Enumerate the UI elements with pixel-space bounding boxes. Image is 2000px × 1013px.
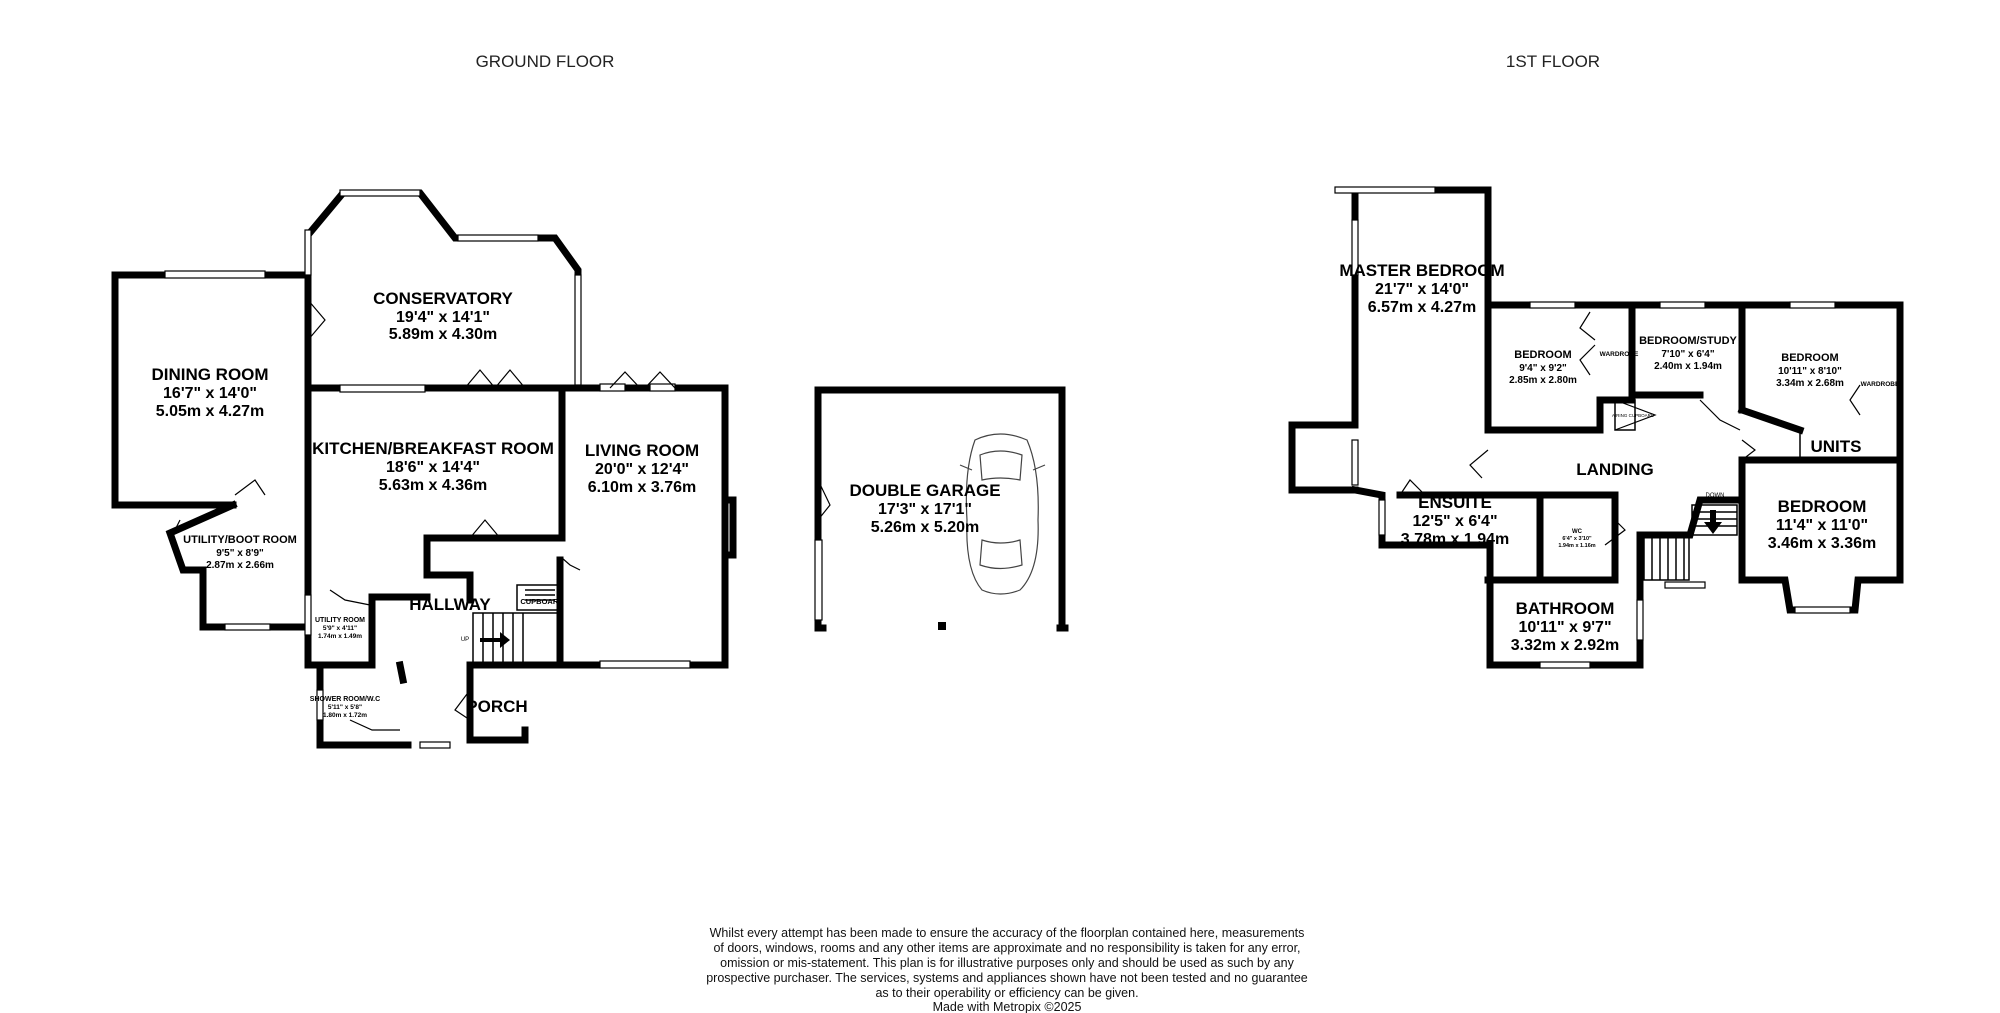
room-dims-imperial-bed2: 9'4" x 9'2" — [1519, 363, 1567, 374]
label-airing-cupboard: AIRING CUPBOARD — [1612, 413, 1655, 418]
label-up: UP — [461, 637, 469, 643]
label-cupboard: CUPBOARD — [520, 597, 564, 606]
room-dims-metric-bed3: 3.34m x 2.68m — [1776, 378, 1844, 389]
room-dims-metric-kitchen: 5.63m x 4.36m — [379, 477, 488, 494]
ground-floor-title: GROUND FLOOR — [476, 52, 615, 71]
room-dims-metric-bathroom: 3.32m x 2.92m — [1511, 637, 1620, 654]
label-hallway: HALLWAY — [409, 595, 491, 614]
first-floor-windows — [1334, 186, 1851, 669]
ground-floor-labels: CONSERVATORY 19'4" x 14'1" 5.89m x 4.30m… — [151, 289, 1000, 719]
room-name-master: MASTER BEDROOM — [1339, 261, 1504, 280]
room-dims-imperial-dining: 16'7" x 14'0" — [163, 385, 257, 402]
first-stairs — [1651, 535, 1685, 580]
label-units: UNITS — [1811, 437, 1862, 456]
room-dims-imperial-utility: 5'9" x 4'11" — [323, 625, 357, 632]
room-dims-imperial-ensuite: 12'5" x 6'4" — [1412, 513, 1497, 530]
disclaimer-line-5: as to their operability or efficiency ca… — [875, 986, 1138, 1000]
room-dims-imperial-kitchen: 18'6" x 14'4" — [386, 459, 480, 476]
room-dims-metric-shower: 1.80m x 1.72m — [323, 712, 367, 719]
room-dims-imperial-bed3: 10'11" x 8'10" — [1778, 366, 1842, 377]
room-dims-metric-conservatory: 5.89m x 4.30m — [389, 326, 498, 343]
room-name-living: LIVING ROOM — [585, 441, 699, 460]
room-dims-imperial-garage: 17'3" x 17'1" — [878, 501, 972, 518]
room-dims-imperial-wc: 6'4" x 3'10" — [1562, 536, 1592, 542]
room-name-utility: UTILITY ROOM — [315, 617, 365, 624]
room-name-kitchen: KITCHEN/BREAKFAST ROOM — [312, 439, 554, 458]
room-dims-imperial-conservatory: 19'4" x 14'1" — [396, 309, 490, 326]
room-dims-imperial-bathroom: 10'11" x 9'7" — [1518, 619, 1611, 636]
room-dims-metric-dining: 5.05m x 4.27m — [156, 403, 265, 420]
first-floor-title: 1ST FLOOR — [1506, 52, 1600, 71]
room-dims-metric-ensuite: 3.78m x 1.94m — [1401, 531, 1510, 548]
first-floor-labels: MASTER BEDROOM 21'7" x 14'0" 6.57m x 4.2… — [1339, 261, 1900, 654]
room-name-wc: WC — [1572, 529, 1583, 535]
room-name-bed3: BEDROOM — [1781, 352, 1838, 364]
first-floor-doors — [1399, 311, 1861, 581]
disclaimer-line-6: Made with Metropix ©2025 — [933, 1000, 1082, 1013]
label-wardrobe-2: WARDROBE — [1861, 381, 1900, 388]
room-dims-imperial-study: 7'10" x 6'4" — [1661, 349, 1714, 360]
room-name-utility-boot: UTILITY/BOOT ROOM — [183, 534, 297, 546]
room-dims-imperial-shower: 5'11" x 5'8" — [328, 704, 362, 711]
room-dims-metric-bed4: 3.46m x 3.36m — [1768, 535, 1877, 552]
label-porch: PORCH — [466, 697, 527, 716]
label-wardrobe-1: WARDROBE — [1600, 351, 1639, 358]
room-name-dining: DINING ROOM — [151, 365, 268, 384]
disclaimer-line-4: prospective purchaser. The services, sys… — [706, 971, 1308, 985]
room-name-shower: SHOWER ROOM/W.C — [310, 696, 380, 703]
room-dims-imperial-master: 21'7" x 14'0" — [1375, 281, 1469, 298]
room-dims-imperial-living: 20'0" x 12'4" — [595, 461, 689, 478]
room-name-bathroom: BATHROOM — [1516, 599, 1615, 618]
ground-floor-windows — [164, 189, 823, 749]
disclaimer-line-3: omission or mis-statement. This plan is … — [720, 956, 1294, 970]
label-down: DOWN — [1706, 493, 1725, 499]
disclaimer-line-2: of doors, windows, rooms and any other i… — [713, 941, 1300, 955]
ground-floor-doors — [169, 299, 831, 731]
room-name-conservatory: CONSERVATORY — [373, 289, 513, 308]
label-landing: LANDING — [1576, 460, 1653, 479]
room-dims-metric-living: 6.10m x 3.76m — [588, 479, 697, 496]
room-dims-imperial-utility-boot: 9'5" x 8'9" — [216, 548, 264, 559]
disclaimer-line-1: Whilst every attempt has been made to en… — [710, 926, 1305, 940]
room-name-bed4: BEDROOM — [1778, 497, 1867, 516]
room-name-study: BEDROOM/STUDY — [1639, 335, 1737, 347]
room-dims-metric-study: 2.40m x 1.94m — [1654, 361, 1722, 372]
room-dims-metric-wc: 1.94m x 1.16m — [1558, 543, 1595, 549]
room-name-ensuite: ENSUITE — [1418, 493, 1492, 512]
room-dims-metric-utility-boot: 2.87m x 2.66m — [206, 560, 274, 571]
room-name-garage: DOUBLE GARAGE — [849, 481, 1000, 500]
room-dims-metric-bed2: 2.85m x 2.80m — [1509, 375, 1577, 386]
disclaimer: Whilst every attempt has been made to en… — [706, 926, 1308, 1013]
room-dims-metric-utility: 1.74m x 1.49m — [318, 633, 362, 640]
room-dims-metric-master: 6.57m x 4.27m — [1368, 299, 1477, 316]
room-name-bed2: BEDROOM — [1514, 349, 1571, 361]
room-dims-metric-garage: 5.26m x 5.20m — [871, 519, 980, 536]
room-dims-imperial-bed4: 11'4" x 11'0" — [1776, 517, 1868, 534]
car-icon — [959, 433, 1046, 595]
